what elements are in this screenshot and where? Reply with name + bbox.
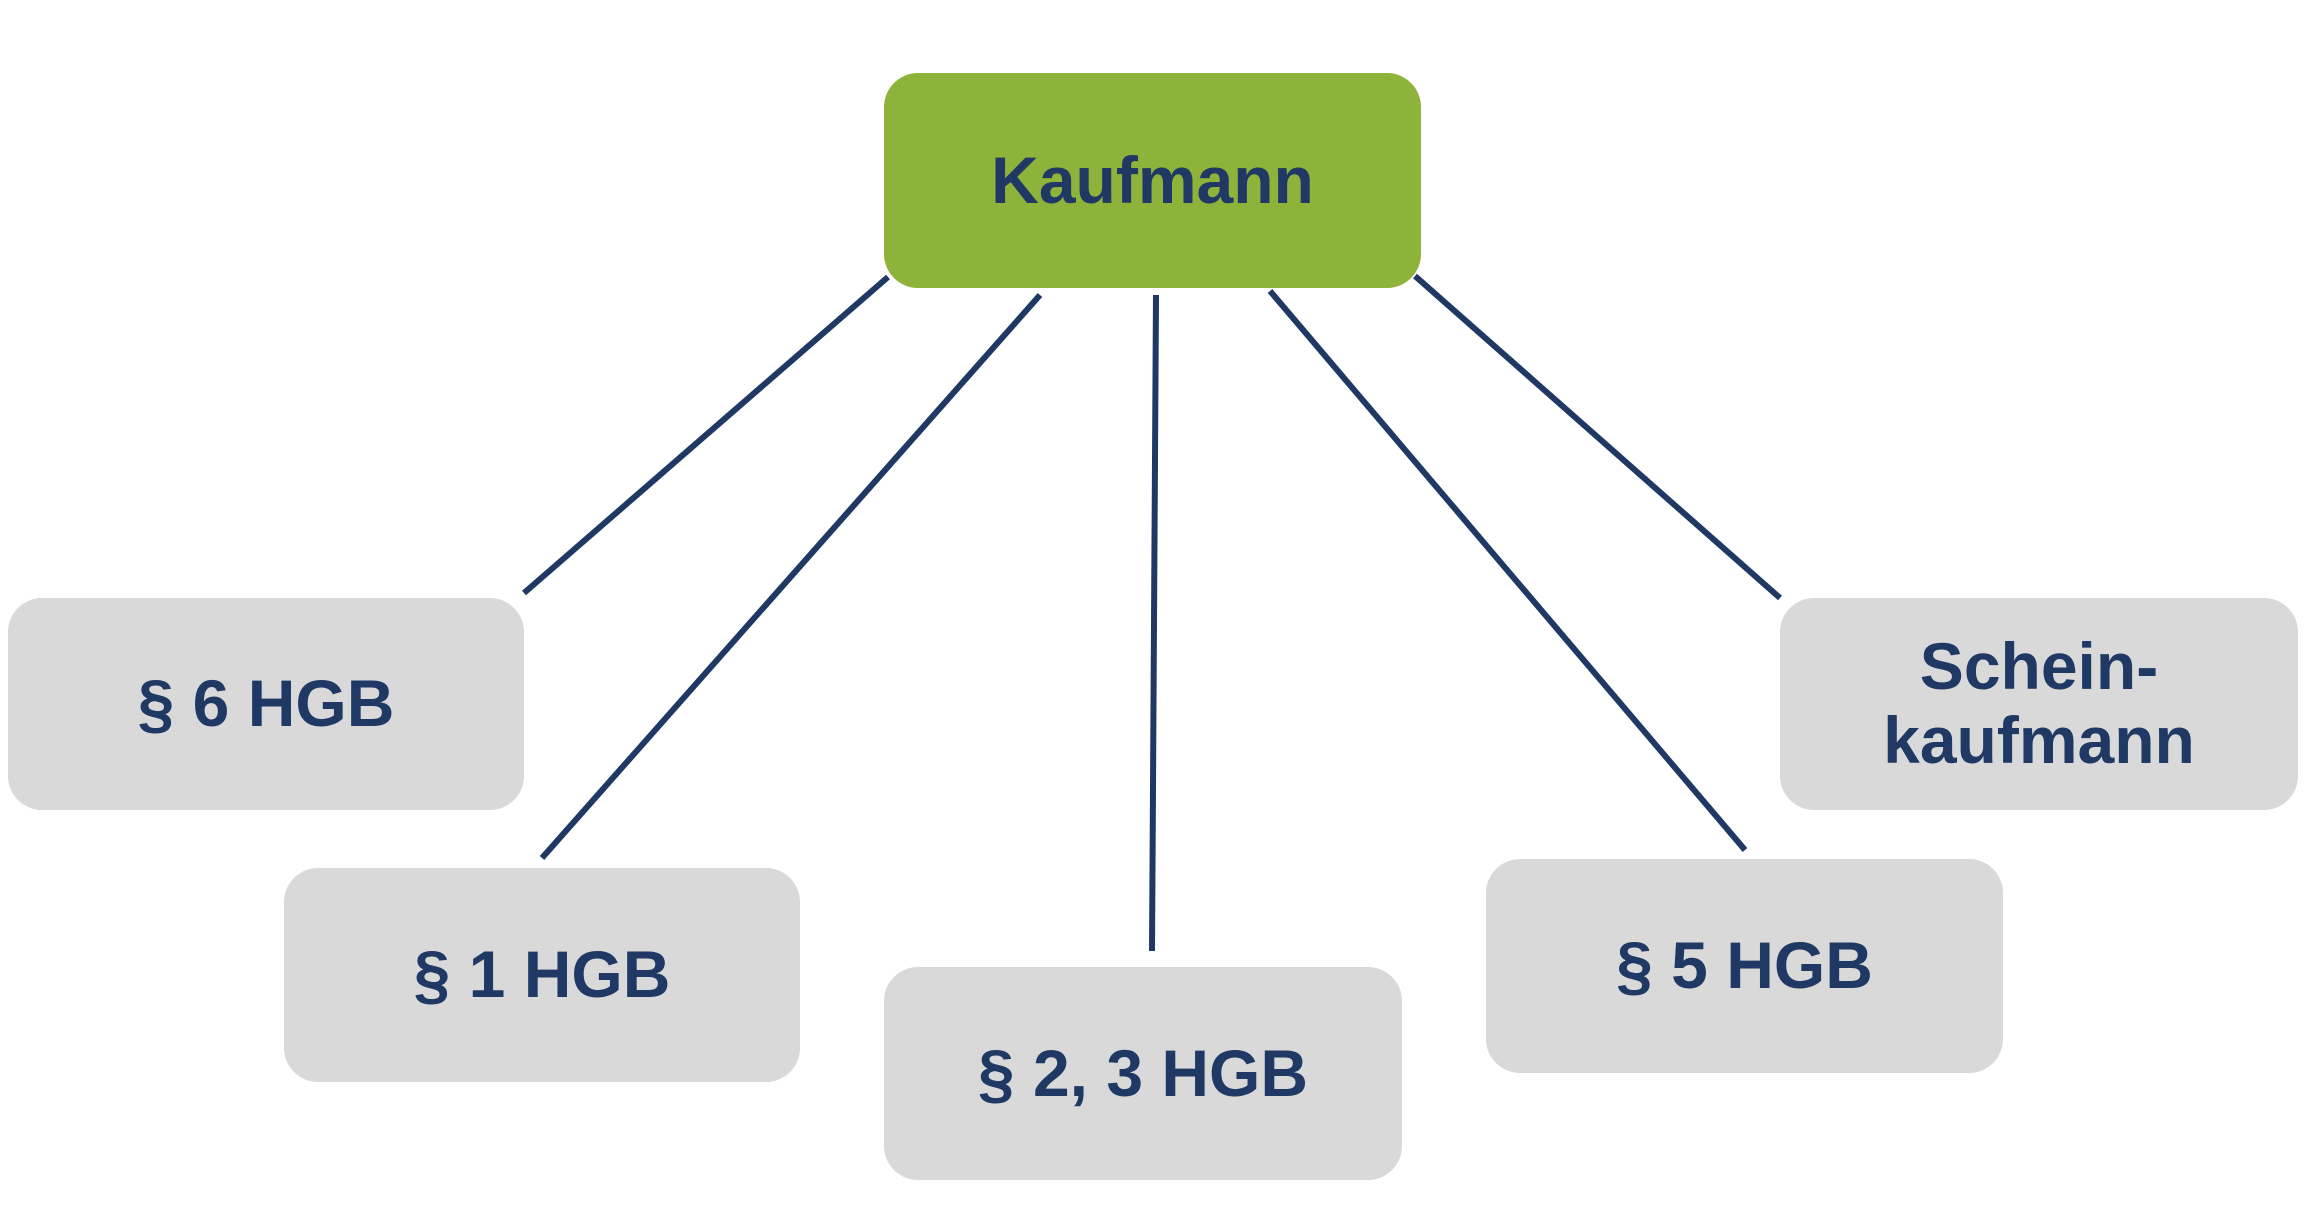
node-scheinkaufmann: Schein- kaufmann [1780,598,2298,810]
connector-section-1 [539,293,1043,860]
node-section-1: § 1 HGB [284,868,800,1082]
node-section-6: § 6 HGB [8,598,524,810]
node-section-2-3: § 2, 3 HGB [884,967,1402,1180]
connector-section-5 [1267,289,1748,852]
node-label: § 6 HGB [137,666,395,741]
node-label-line1: Schein- [1919,629,2159,704]
node-label: § 5 HGB [1616,928,1873,1003]
node-label: § 2, 3 HGB [977,1035,1309,1110]
node-section-5: § 5 HGB [1486,859,2003,1073]
node-label-group: Schein- kaufmann [1883,629,2195,778]
connector-scheinkaufmann [1413,273,1782,601]
root-node-kaufmann: Kaufmann [884,73,1421,288]
node-label: § 1 HGB [413,937,671,1012]
connector-section-2-3 [1149,294,1159,952]
connector-section-6 [522,274,890,596]
node-label-line2: kaufmann [1883,703,2195,777]
root-node-label: Kaufmann [991,142,1314,217]
